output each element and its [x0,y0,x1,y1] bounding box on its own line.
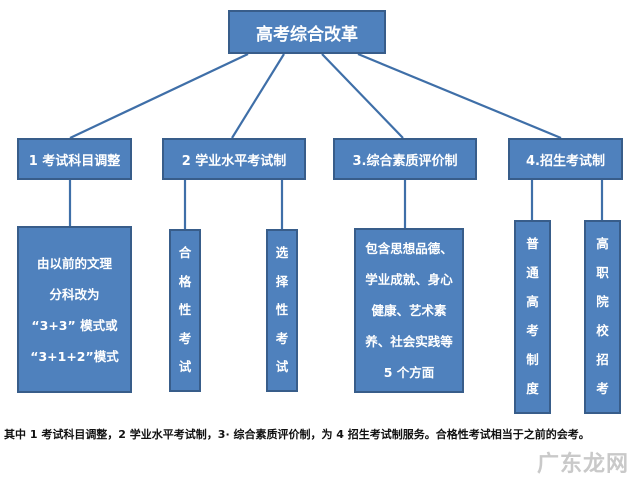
detail-node-subjects: 由以前的文理 分科改为 “3+3” 模式或 “3+1+2”模式 [17,226,132,393]
detail-line: 健康、艺术素 [371,303,447,318]
category-label: 3.综合素质评价制 [352,153,458,169]
vertical-char: 招 [596,352,609,368]
root-label: 高考综合改革 [256,24,358,45]
vertical-char: 格 [178,273,192,289]
vertical-char: 试 [178,359,192,375]
vertical-char: 合 [178,245,192,261]
vertical-char: 通 [526,265,539,281]
detail-line: 包含思想品德、 [365,241,453,256]
detail-line: 养、社会实践等 [365,334,453,349]
connector-root-cat3 [321,53,404,139]
vertical-char: 校 [596,323,609,339]
detail-node-vocational-exam: 高职院校招考 [584,220,621,414]
vertical-char: 择 [275,273,289,289]
category-node-1: 1 考试科目调整 [17,138,132,180]
detail-line: 分科改为 [49,286,100,302]
detail-node-quality-eval: 包含思想品德、 学业成就、身心 健康、艺术素 养、社会实践等 5 个方面 [354,228,464,393]
root-node: 高考综合改革 [228,10,386,54]
detail-node-general-gaokao: 普通高考制度 [514,220,551,414]
detail-line: “3+1+2”模式 [30,348,119,364]
vertical-char: 考 [275,330,289,346]
category-label: 1 考试科目调整 [28,153,121,169]
watermark-logo: 广东龙网 [537,452,630,477]
vertical-char: 性 [178,302,192,318]
category-label: 4.招生考试制 [526,153,605,169]
detail-line: 学业成就、身心 [365,272,453,287]
vertical-char: 考 [526,323,539,339]
vertical-char: 职 [596,265,609,281]
connector-root-cat1 [69,53,249,139]
connector-root-cat2 [231,53,285,139]
category-node-2: 2 学业水平考试制 [162,138,306,180]
vertical-char: 考 [178,330,192,346]
detail-node-qualifying-exam: 合格性考试 [169,229,201,392]
detail-node-selective-exam: 选择性考试 [266,229,298,392]
vertical-char: 性 [275,302,289,318]
detail-line: “3+3” 模式或 [31,317,118,333]
vertical-char: 度 [526,381,539,397]
vertical-char: 普 [526,236,539,252]
vertical-char: 制 [526,352,539,368]
category-node-4: 4.招生考试制 [508,138,623,180]
detail-line: 由以前的文理 [36,255,112,271]
vertical-char: 选 [275,245,289,261]
vertical-char: 高 [596,236,609,252]
vertical-char: 试 [275,359,289,375]
vertical-char: 考 [596,381,609,397]
caption-text: 其中 1 考试科目调整，2 学业水平考试制，3· 综合素质评价制，为 4 招生考… [4,428,590,441]
category-node-3: 3.综合素质评价制 [333,138,477,180]
category-label: 2 学业水平考试制 [181,153,287,169]
vertical-char: 院 [596,294,609,310]
connector-root-cat4 [357,52,562,140]
detail-line: 5 个方面 [383,365,435,380]
vertical-char: 高 [526,294,539,310]
